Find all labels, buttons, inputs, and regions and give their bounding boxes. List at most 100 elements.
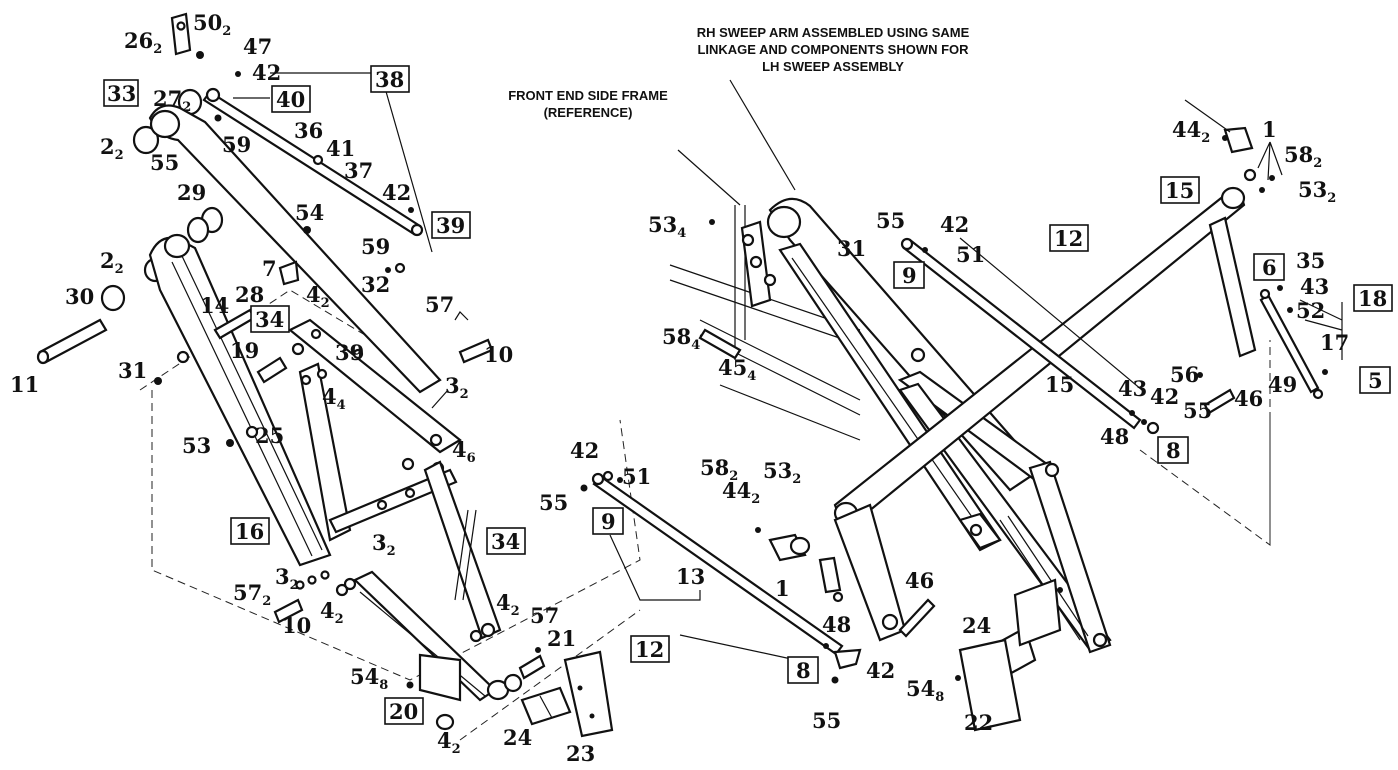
boxed-callout-12-tie: 12 (635, 637, 664, 662)
callout-46-center: 46 (905, 568, 934, 593)
boxed-callout-39: 39 (436, 213, 465, 238)
callout-17: 17 (1320, 330, 1349, 355)
note-rh-line1: RH SWEEP ARM ASSEMBLED USING SAME (697, 25, 970, 40)
callout-19: 19 (230, 338, 259, 363)
boxed-callout-38: 38 (375, 67, 404, 92)
callout-27: 272 (153, 86, 191, 115)
callout-13: 13 (676, 564, 705, 589)
callout-42-rod: 42 (382, 180, 411, 205)
callout-41: 41 (326, 136, 355, 161)
callout-10-upper: 10 (484, 342, 513, 367)
callout-4-mid: 46 (452, 437, 476, 466)
callout-28: 28 (235, 282, 264, 307)
callout-59-upper: 59 (222, 132, 251, 157)
callout-4-bottom: 42 (437, 728, 461, 757)
callout-42-tie-end: 42 (866, 658, 895, 683)
callout-23: 23 (566, 741, 595, 766)
callout-31-right: 31 (837, 236, 866, 261)
callout-4-top: 42 (306, 282, 330, 311)
callout-59-lower: 59 (361, 234, 390, 259)
callout-3-upper: 32 (445, 373, 469, 402)
callout-58-top: 582 (1284, 142, 1322, 171)
note-rh-line3: LH SWEEP ASSEMBLY (762, 59, 904, 74)
callout-10-left: 10 (282, 613, 311, 638)
callout-15-right: 15 (1045, 372, 1074, 397)
callout-49: 49 (1268, 372, 1297, 397)
pin-11 (38, 318, 108, 364)
boxed-callout-6: 6 (1262, 255, 1277, 280)
callout-14: 14 (200, 293, 229, 318)
callout-7: 7 (262, 256, 277, 281)
callout-54: 54 (295, 200, 324, 225)
boxed-callout-40: 40 (276, 87, 305, 112)
boxed-callout-20: 20 (389, 699, 418, 724)
callout-55: 55 (150, 150, 179, 175)
callout-55-right-end: 55 (1183, 398, 1212, 423)
boxed-callout-8-right: 8 (1166, 438, 1181, 463)
note-frame-line1: FRONT END SIDE FRAME (508, 88, 668, 103)
callout-1-top: 1 (1262, 117, 1277, 142)
callout-35: 35 (1296, 248, 1325, 273)
note-rh-line2: LINKAGE AND COMPONENTS SHOWN FOR (697, 42, 969, 57)
callout-43-right: 43 (1118, 376, 1147, 401)
callout-53-frame: 534 (648, 212, 686, 241)
callout-58-center: 582 (700, 455, 738, 484)
rh-sweep-assembly (669, 79, 1343, 732)
callout-56: 56 (1170, 362, 1199, 387)
callout-44-center: 442 (722, 478, 760, 507)
boxed-callout-18: 18 (1358, 286, 1387, 311)
callout-31-left: 31 (118, 358, 147, 383)
boxed-callout-9-tie: 9 (601, 509, 616, 534)
boxed-callout-5: 5 (1368, 368, 1383, 393)
callout-53-left: 53 (182, 433, 211, 458)
callout-44-top: 442 (1172, 117, 1210, 146)
boxed-callout-15-top: 15 (1165, 178, 1194, 203)
tie-rod-assembly (580, 470, 862, 684)
boxed-callout-34-lower: 34 (491, 529, 520, 554)
callout-53-top: 532 (1298, 177, 1336, 206)
callout-54-left: 548 (350, 664, 388, 693)
callout-47: 47 (243, 34, 272, 59)
callout-32: 32 (361, 272, 390, 297)
callout-29: 29 (177, 180, 206, 205)
callout-22: 22 (964, 710, 993, 735)
callout-52: 52 (1296, 298, 1325, 323)
callout-55-right: 55 (876, 208, 905, 233)
callout-51-right: 51 (956, 242, 985, 267)
callout-2-upper: 22 (100, 134, 124, 163)
boxed-callout-34-upper: 34 (255, 307, 284, 332)
callout-42-right: 42 (940, 212, 969, 237)
callout-46-right: 46 (1234, 386, 1263, 411)
notes: RH SWEEP ARM ASSEMBLED USING SAME LINKAG… (508, 25, 969, 120)
callout-43-top: 43 (1300, 274, 1329, 299)
note-frame-line2: (REFERENCE) (544, 105, 633, 120)
callout-48-tie: 48 (822, 612, 851, 637)
callout-3-mid: 32 (372, 530, 396, 559)
callout-51-tie: 51 (622, 464, 651, 489)
callout-30: 30 (65, 284, 94, 309)
callout-25: 25 (255, 423, 284, 448)
boxed-callout-8-tie: 8 (796, 658, 811, 683)
callout-42-right-end: 42 (1150, 384, 1179, 409)
callout-26: 262 (124, 28, 162, 57)
inner-link (287, 318, 462, 454)
callout-45-frame: 454 (718, 355, 756, 384)
boxed-callout-16: 16 (235, 519, 264, 544)
callout-36: 36 (294, 118, 323, 143)
pivot-bracket (170, 12, 192, 56)
callout-57-upper: 57 (425, 292, 454, 317)
callout-58-frame: 584 (662, 324, 700, 353)
callout-4-left: 42 (320, 598, 344, 627)
callout-4-inner: 44 (322, 384, 346, 413)
callout-24-right: 24 (962, 613, 991, 638)
callout-55-tie-end: 55 (812, 708, 841, 733)
boxed-callout-12-right: 12 (1054, 226, 1083, 251)
callout-57-lower: 57 (530, 603, 559, 628)
callout-4-right: 42 (496, 590, 520, 619)
callout-2-lower: 22 (100, 248, 124, 277)
callout-48-right: 48 (1100, 424, 1129, 449)
callout-3-lower: 32 (275, 564, 299, 593)
callout-55-tie: 55 (539, 490, 568, 515)
callout-42: 42 (252, 60, 281, 85)
callout-labels: 262 502 47 42 272 33 40 38 22 55 59 36 4… (10, 10, 1387, 766)
